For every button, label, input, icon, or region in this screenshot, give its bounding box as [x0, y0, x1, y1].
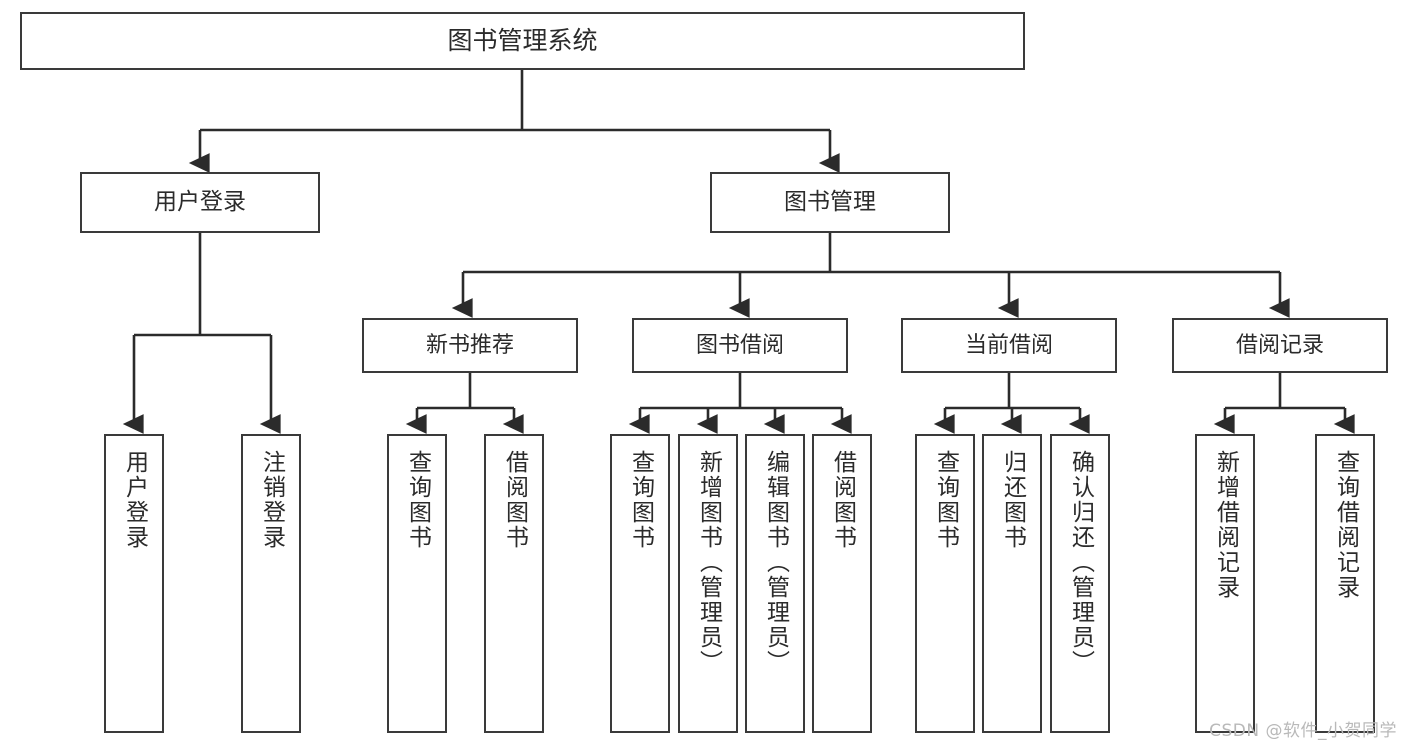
node-label: 查询图书: [932, 450, 959, 550]
node-label: 借阅图书: [501, 450, 528, 550]
node-label: 查询借阅记录: [1332, 450, 1359, 600]
leaf-query-book-borrow[interactable]: 查询图书: [610, 434, 670, 733]
node-label: 新增借阅记录: [1212, 450, 1239, 600]
node-label: 注销登录: [258, 450, 285, 550]
leaf-add-book-admin[interactable]: 新增图书（管理员）: [678, 434, 738, 733]
leaf-logout[interactable]: 注销登录: [241, 434, 301, 733]
leaf-query-borrow-record[interactable]: 查询借阅记录: [1315, 434, 1375, 733]
node-root-system[interactable]: 图书管理系统: [20, 12, 1025, 70]
node-label: 图书管理: [784, 189, 876, 216]
node-label: 借阅图书: [829, 450, 856, 550]
node-label: 用户登录: [154, 189, 246, 216]
leaf-query-book-recommend[interactable]: 查询图书: [387, 434, 447, 733]
node-label: 图书借阅: [695, 332, 784, 358]
leaf-edit-book-admin[interactable]: 编辑图书（管理员）: [745, 434, 805, 733]
node-label: 图书管理系统: [447, 25, 598, 55]
node-label: 查询图书: [404, 450, 431, 550]
leaf-borrow-book[interactable]: 借阅图书: [812, 434, 872, 733]
node-borrow-record[interactable]: 借阅记录: [1172, 318, 1388, 373]
node-book-management[interactable]: 图书管理: [710, 172, 950, 233]
node-label: 新增图书（管理员）: [695, 450, 722, 675]
leaf-user-login[interactable]: 用户登录: [104, 434, 164, 733]
node-user-login[interactable]: 用户登录: [80, 172, 320, 233]
node-label: 新书推荐: [425, 332, 514, 358]
node-label: 查询图书: [627, 450, 654, 550]
leaf-borrow-book-recommend[interactable]: 借阅图书: [484, 434, 544, 733]
node-label: 用户登录: [121, 450, 148, 550]
node-label: 确认归还（管理员）: [1067, 450, 1094, 675]
node-book-borrow[interactable]: 图书借阅: [632, 318, 848, 373]
watermark-text: CSDN @软件_小贺同学: [1209, 721, 1397, 741]
leaf-return-book[interactable]: 归还图书: [982, 434, 1042, 733]
node-label: 编辑图书（管理员）: [762, 450, 789, 675]
node-label: 借阅记录: [1235, 332, 1324, 358]
node-label: 当前借阅: [964, 332, 1053, 358]
leaf-add-borrow-record[interactable]: 新增借阅记录: [1195, 434, 1255, 733]
node-label: 归还图书: [999, 450, 1026, 550]
leaf-confirm-return-admin[interactable]: 确认归还（管理员）: [1050, 434, 1110, 733]
node-current-borrow[interactable]: 当前借阅: [901, 318, 1117, 373]
leaf-query-book-current[interactable]: 查询图书: [915, 434, 975, 733]
node-new-book-recommend[interactable]: 新书推荐: [362, 318, 578, 373]
